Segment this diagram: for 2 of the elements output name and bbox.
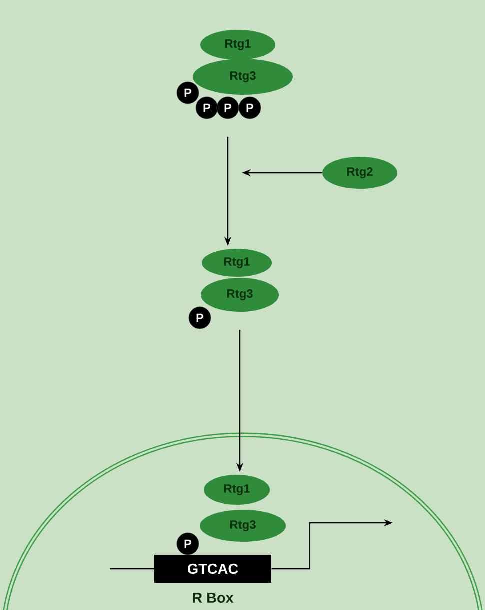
nucleus-membrane [0, 432, 485, 610]
element-label: R Box [193, 592, 234, 604]
